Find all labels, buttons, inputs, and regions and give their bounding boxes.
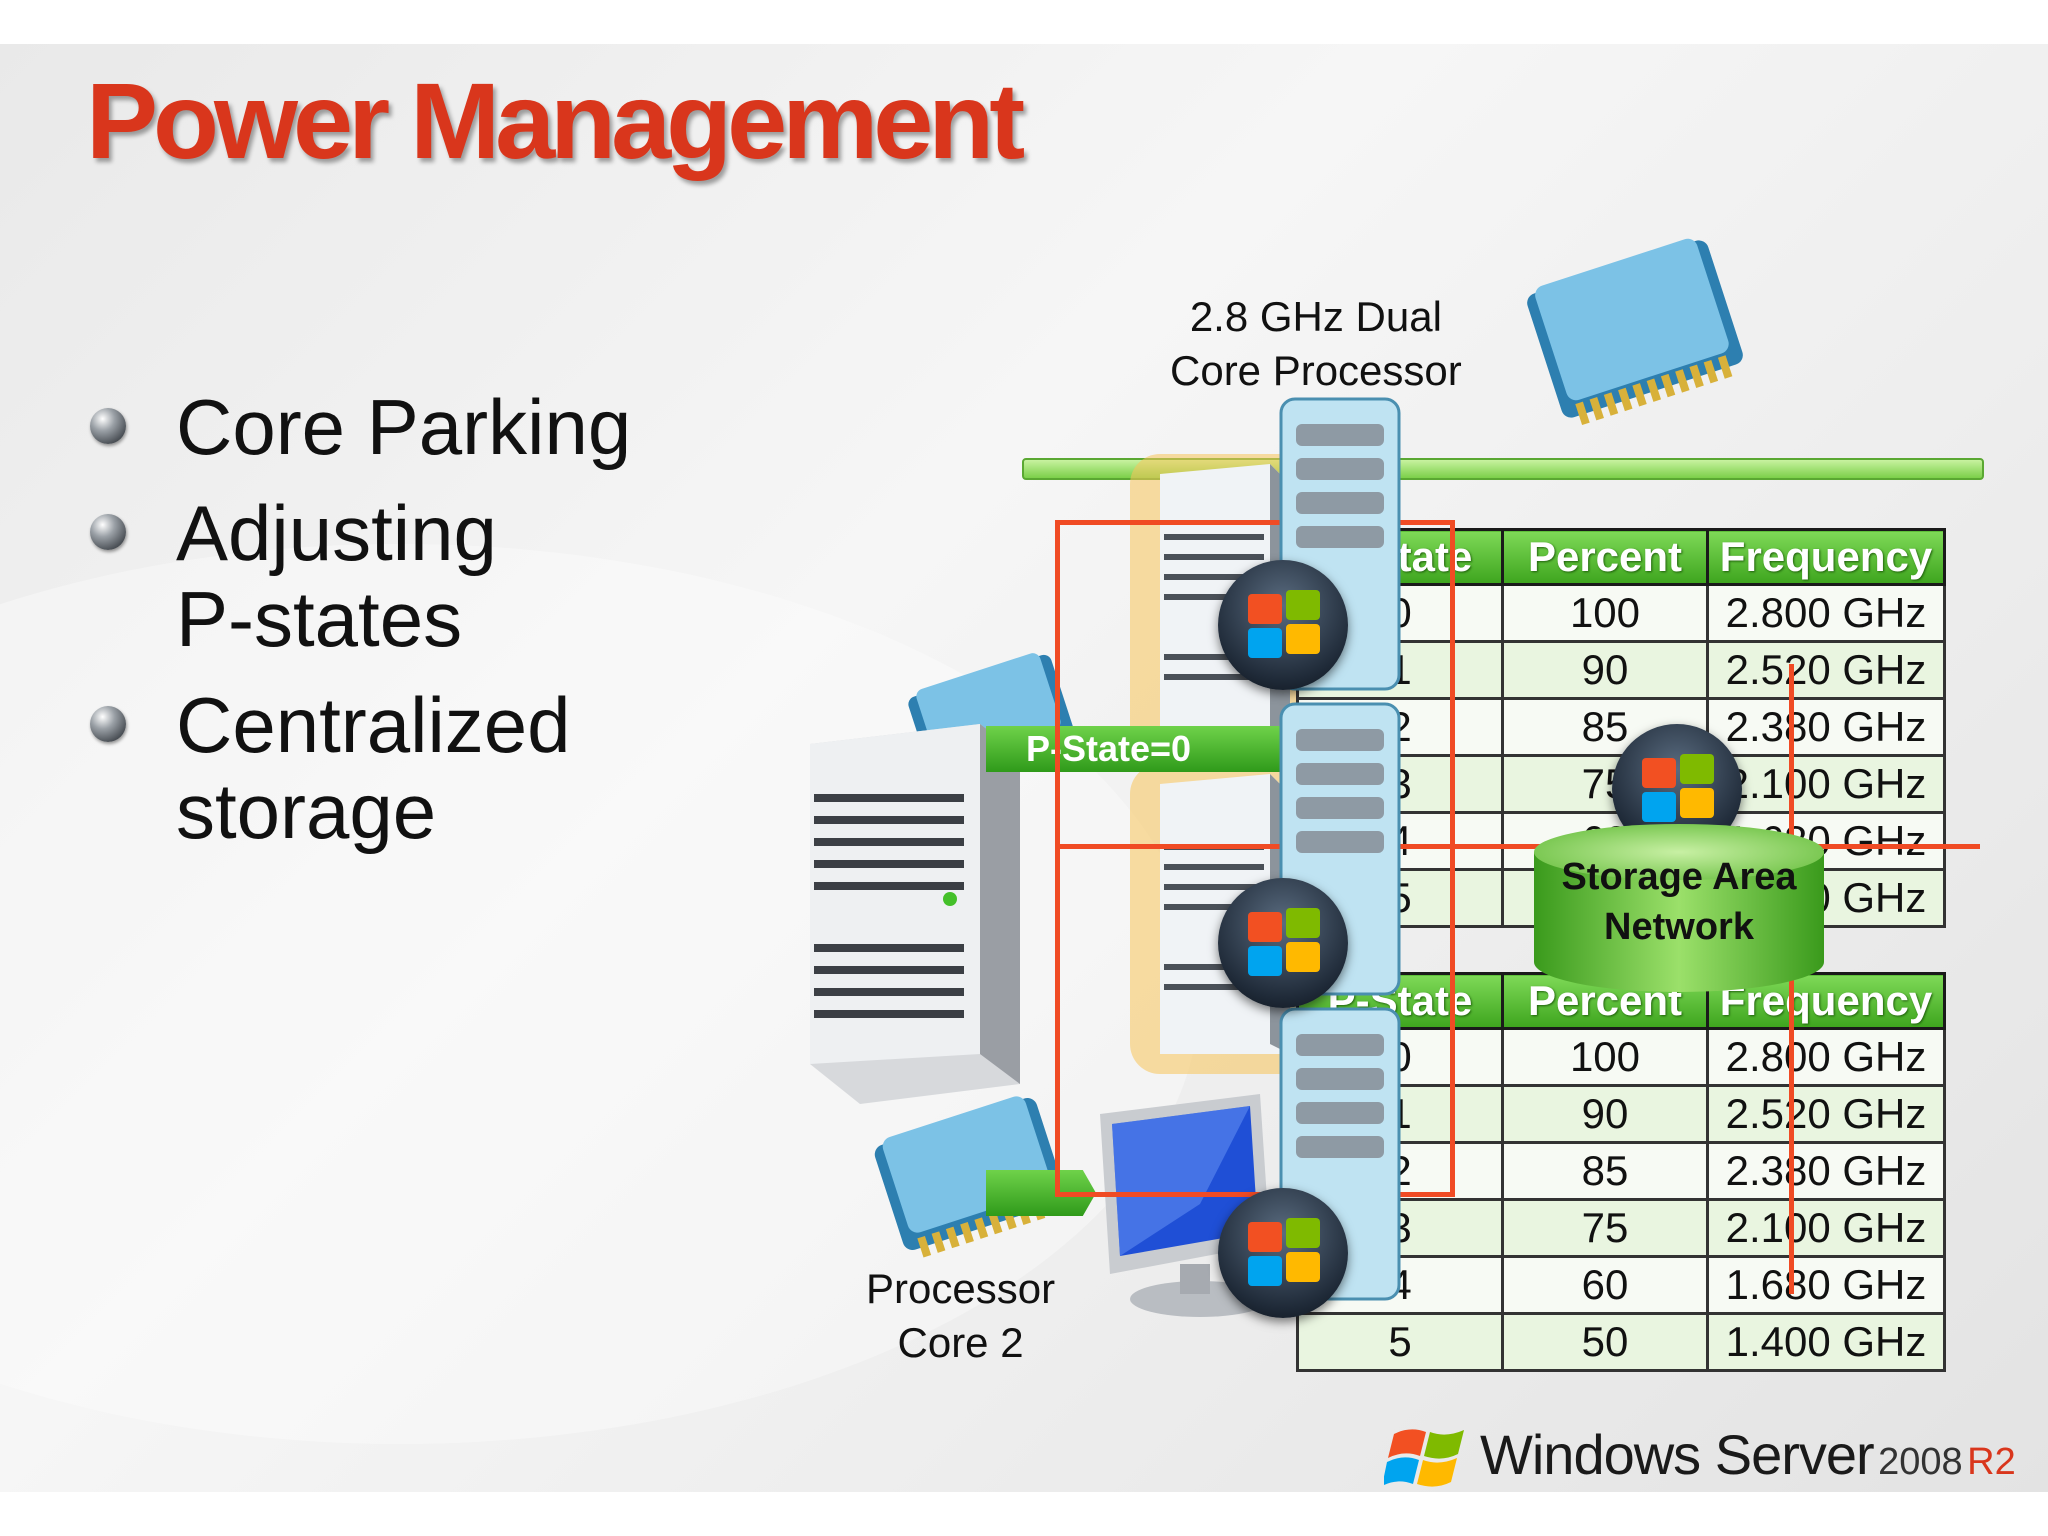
slide-title: Power Management	[86, 60, 1025, 181]
san-label: Storage Area Network	[1561, 856, 1797, 948]
connector-line	[1055, 520, 1455, 525]
table-header: Percent	[1501, 528, 1709, 586]
table-cell: 1.400 GHz	[1706, 1312, 1946, 1372]
table-cell: 100	[1501, 1027, 1709, 1087]
connector-line	[1450, 520, 1455, 1196]
slide: Power Management Core Parking Adjusting …	[0, 44, 2048, 1492]
connector-line	[1055, 844, 1980, 849]
table-row: 2852.380 GHz	[1296, 1141, 1946, 1201]
table-cell: 2.520 GHz	[1706, 1084, 1946, 1144]
bullet-item: Adjusting P-states	[88, 490, 631, 662]
footer-edition: R2	[1967, 1441, 2016, 1483]
table-cell: 2.380 GHz	[1706, 1141, 1946, 1201]
table-cell: 2.380 GHz	[1706, 697, 1946, 757]
bullet-icon	[90, 514, 126, 550]
bullet-icon	[90, 706, 126, 742]
bullet-item: Core Parking	[88, 384, 631, 470]
windows-flag-icon	[1384, 1429, 1464, 1487]
table-cell: 2.520 GHz	[1706, 640, 1946, 700]
connector-line	[1055, 520, 1060, 1196]
pstate-arrow: P-State=0	[986, 726, 1326, 772]
table-cell: 75	[1501, 1198, 1709, 1258]
table-cell: 5	[1296, 1312, 1504, 1372]
table-cell: 2.100 GHz	[1706, 754, 1946, 814]
bullet-item: Centralized storage	[88, 682, 631, 854]
server-tower-icon	[810, 724, 1020, 1104]
windows-logo-icon	[1218, 878, 1348, 1008]
bullet-text: Adjusting P-states	[176, 489, 497, 663]
windows-logo-icon	[1218, 1188, 1348, 1318]
table-cell: 2.100 GHz	[1706, 1198, 1946, 1258]
bullet-icon	[90, 408, 126, 444]
table-cell: 2.800 GHz	[1706, 1027, 1946, 1087]
bullet-text: Centralized storage	[176, 681, 571, 855]
table-cell: 2.800 GHz	[1706, 583, 1946, 643]
processor-chip-icon	[1527, 238, 1743, 426]
storage-area-network: Storage Area Network	[1534, 824, 1824, 1004]
san-cylinder-top	[1534, 824, 1824, 880]
table-cell: 90	[1501, 640, 1709, 700]
table-header: Frequency	[1706, 528, 1946, 586]
windows-logo-icon	[1218, 560, 1348, 690]
table-cell: 85	[1501, 1141, 1709, 1201]
table-cell: 60	[1501, 1255, 1709, 1315]
footer-year: 2008	[1878, 1441, 1963, 1483]
processor-label: 2.8 GHz Dual Core Processor	[1170, 293, 1462, 394]
core2-label: Processor Core 2	[866, 1265, 1056, 1366]
table-cell: 90	[1501, 1084, 1709, 1144]
bullet-text: Core Parking	[176, 383, 632, 471]
table-cell: 50	[1501, 1312, 1709, 1372]
footer-brand-name: Windows Server	[1480, 1423, 1875, 1486]
footer-wordmark: Windows Server 2008 R2	[1480, 1422, 2016, 1487]
table-cell: 100	[1501, 583, 1709, 643]
table-cell: 1.680 GHz	[1706, 1255, 1946, 1315]
bullet-list: Core Parking Adjusting P-states Centrali…	[88, 384, 631, 874]
